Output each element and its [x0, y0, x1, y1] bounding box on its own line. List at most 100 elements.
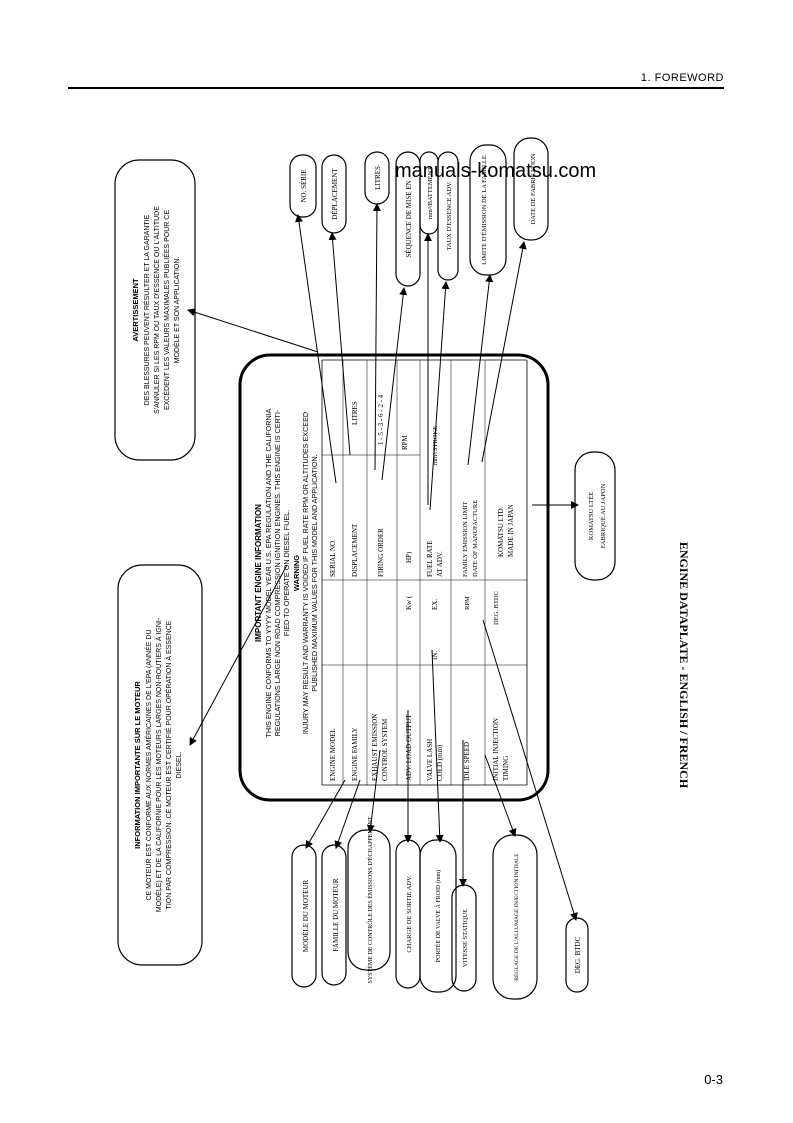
header-rule — [68, 87, 724, 89]
svg-text:DATE DE FABRICATION: DATE DE FABRICATION — [530, 153, 537, 224]
top-label-limite-emission: LIMITE D'ÉMISSION DE LA FAMILLE — [469, 144, 507, 276]
svg-text:FAMILLE DU MOTEUR: FAMILLE DU MOTEUR — [332, 878, 340, 951]
arrow-systeme — [366, 749, 381, 833]
svg-text:FABRIQUÉ AU JAPON: FABRIQUÉ AU JAPON — [599, 483, 607, 548]
arrow-warning — [187, 308, 319, 353]
kw-label: Kw ( — [405, 595, 413, 610]
field-cold-mm: COLD (mm) — [436, 744, 444, 781]
field-initial-injection: INITIAL INJECTION — [492, 718, 500, 781]
komatsu-japon-callout: KOMATSU LTÉE FABRIQUÉ AU JAPON — [574, 451, 616, 581]
fuel-rate-label: FUEL RATE — [426, 541, 434, 578]
date-of-manufacture-label: DATE OF MANUFACTURE — [472, 500, 479, 577]
dataplate: IMPORTANT ENGINE INFORMATION THIS ENGINE… — [238, 353, 550, 802]
dataplate-content: IMPORTANT ENGINE INFORMATION THIS ENGINE… — [254, 359, 528, 786]
hp-label: HP) — [405, 551, 413, 563]
svg-text:MODÈLE DU MOTEUR: MODÈLE DU MOTEUR — [302, 880, 310, 953]
displacement-label: DISPLACEMENT — [351, 523, 359, 577]
top-label-no-serie: NO. SÉRIE — [289, 154, 317, 218]
watermark: manuals-komatsu.com — [395, 160, 597, 182]
arrow-info — [189, 564, 288, 746]
arrow-limite — [467, 274, 494, 466]
firing-order-value: 1 - 5 - 3 - 6 - 2 - 4 — [377, 394, 385, 445]
svg-text:LIMITE D'ÉMISSION DE LA FAMILL: LIMITE D'ÉMISSION DE LA FAMILLE — [480, 155, 488, 265]
info-callout-line-1: CE MOTEUR EST CONFORME AUX NORMES AMÉRIC… — [144, 629, 153, 900]
svg-text:DEG. BTDC: DEG. BTDC — [574, 936, 582, 973]
figure-caption: ENGINE DATAPLATE - ENGLISH / FRENCH — [677, 542, 691, 789]
top-label-mm3-battement: mm³/BATTEMENT — [419, 151, 439, 235]
warning-callout: AVERTISSEMENT DES BLESSURES PEUVENT RÉSU… — [114, 159, 196, 461]
bottom-label-famille-moteur: FAMILLE DU MOTEUR — [321, 844, 347, 986]
bottom-label-systeme-controle: SYSTÈME DE CONTRÔLE DES ÉMISSIONS D'ÉCHA… — [347, 816, 391, 983]
arrow-portee — [431, 649, 444, 843]
plate-intro-line-3: FIED TO OPERATE ON DIESEL FUEL. — [282, 510, 291, 636]
field-control-system: CONTROL SYSTEM — [381, 718, 389, 781]
top-label-deplacement: DÉPLACEMENT — [321, 154, 347, 234]
deg-btdc-label: DEG. BTDC — [493, 591, 500, 625]
rpm-label: RPM — [401, 434, 409, 450]
litres-label: LITRES — [351, 401, 359, 425]
arrow-modele — [305, 779, 346, 849]
field-adv-load-output: ADV. LOAD OUTPUT — [405, 714, 413, 781]
rpm-small-label: RPM — [464, 596, 471, 610]
svg-text:DÉPLACEMENT: DÉPLACEMENT — [331, 168, 339, 220]
warning-callout-title: AVERTISSEMENT — [131, 278, 140, 342]
svg-text:SYSTÈME DE CONTRÔLE DES ÉMISSI: SYSTÈME DE CONTRÔLE DES ÉMISSIONS D'ÉCHA… — [366, 816, 374, 983]
komatsu-ltd-label: KOMATSU LTD. — [497, 506, 505, 557]
bottom-label-reglage-allumage: RÉGLAGE DE L'ALLUMAGE INJECTION INITIALE — [492, 834, 538, 1000]
section-header: 1. FOREWORD — [640, 72, 724, 84]
page-number: 0-3 — [704, 1072, 723, 1087]
plate-intro-line-1: THIS ENGINE CONFORMS TO YYYY MODEL YEAR … — [264, 408, 273, 737]
plate-warning-title: WARNING — [292, 555, 301, 591]
top-label-litres: LITRES — [364, 151, 390, 205]
firing-order-label: FIRING ORDER — [377, 528, 385, 577]
svg-text:RÉGLAGE DE L'ALLUMAGE INJECTIO: RÉGLAGE DE L'ALLUMAGE INJECTION INITIALE — [512, 853, 520, 981]
field-valve-lash: VALVE LASH — [426, 739, 434, 781]
mm3-stroke-label: mm³/STROKE — [432, 426, 439, 465]
info-callout: INFORMATION IMPORTANTE SUR LE MOTEUR CE … — [117, 564, 203, 966]
in-label: IN. — [431, 651, 439, 660]
field-engine-model: ENGINE MODEL — [329, 728, 337, 781]
warning-callout-line-4: MODÈLE ET SON APPLICATION. — [172, 257, 181, 364]
plate-intro-line-2: REGULATIONS LARGE NON ROAD COMPRESSION I… — [273, 409, 282, 736]
svg-text:LITRES: LITRES — [374, 166, 382, 190]
arrow-deplacement — [328, 232, 351, 456]
plate-warning-line-2: PUBLISHED MAXIMUM VALUES FOR THIS MODEL … — [310, 454, 319, 691]
arrow-famille — [334, 779, 361, 849]
info-callout-title: INFORMATION IMPORTANTE SUR LE MOTEUR — [133, 681, 142, 849]
plate-warning-line-1: INJURY MAY RESULT AND WARRANTY IS VOIDED… — [301, 412, 310, 734]
family-emission-limit-label: FAMILY EMISSION LIMIT — [462, 501, 469, 577]
svg-text:VITESSE STATIQUE: VITESSE STATIQUE — [462, 909, 469, 967]
top-label-sequence: SÉQUENCE DE MISE EN — [395, 151, 421, 287]
made-in-japan-label: MADE IN JAPAN — [507, 504, 515, 557]
arrow-reglage — [484, 754, 517, 837]
svg-text:TAUX D'ESSENCE ADV.: TAUX D'ESSENCE ADV. — [446, 181, 453, 251]
top-label-date-fabrication: DATE DE FABRICATION — [513, 137, 549, 241]
arrow-taux — [429, 281, 450, 511]
bottom-label-deg-btdc: DEG. BTDC — [565, 917, 589, 993]
warning-callout-line-2: S'ANNULER SI LES RPM OU TAUX D'ESSENCE O… — [154, 206, 161, 414]
bottom-label-charge-sortie: CHARGE DE SORTIE ADV. — [395, 839, 421, 989]
plate-heading: IMPORTANT ENGINE INFORMATION — [254, 504, 263, 642]
top-label-taux-essence: TAUX D'ESSENCE ADV. — [437, 151, 459, 281]
info-callout-line-4: DIESEL. — [176, 752, 183, 779]
svg-text:NO. SÉRIE: NO. SÉRIE — [300, 169, 308, 202]
field-exhaust-emission: EXHAUST EMISSION — [371, 714, 379, 781]
warning-callout-line-1: DES BLESSURES PEUVENT RÉSULTER ET LA GAR… — [142, 214, 151, 405]
field-timing: TIMING — [502, 756, 510, 781]
ex-label: EX. — [431, 599, 439, 610]
bottom-label-modele-moteur: MODÈLE DU MOTEUR — [291, 844, 317, 988]
arrow-deg-btdc — [482, 619, 578, 921]
svg-text:KOMATSU LTÉE: KOMATSU LTÉE — [587, 492, 595, 540]
svg-text:mm³/BATTEMENT: mm³/BATTEMENT — [427, 167, 434, 220]
field-engine-family: ENGINE FAMILY — [351, 728, 359, 781]
arrow-sequence — [381, 287, 408, 481]
at-adv-label: AT ADV. — [436, 551, 444, 577]
svg-text:CHARGE DE SORTIE ADV.: CHARGE DE SORTIE ADV. — [406, 875, 413, 953]
bottom-label-portee-valve: PORTÉE DE VALVE À FROID (mm) — [419, 839, 457, 993]
info-callout-line-2: MODÈLE) ET DE LA CALIFORNIE POUR LES MOT… — [154, 617, 163, 912]
arrow-no-serie — [295, 214, 337, 484]
warning-callout-line-3: EXCÈDENT LES VALEURS MAXIMALES PUBLIÉES … — [162, 210, 171, 410]
info-callout-line-3: TION PAR COMPRESSION. CE MOTEUR EST CERT… — [164, 620, 173, 909]
field-idle-speed: IDLE SPEED — [463, 742, 471, 781]
